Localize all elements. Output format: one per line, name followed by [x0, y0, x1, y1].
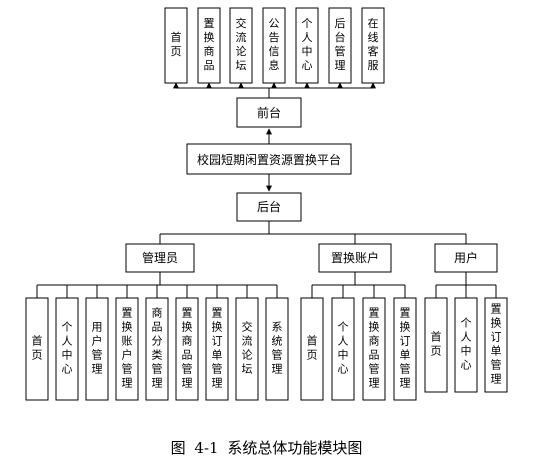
- role-connector-lines: [36, 272, 278, 298]
- role-1-item-5: 商品分类管理: [145, 297, 169, 401]
- role-name: 置换账户: [331, 250, 379, 265]
- role-1-item-9-label: 系统管理: [272, 320, 283, 375]
- role-1-item-2: 个人中心: [55, 297, 79, 401]
- role-2-item-4-label: 置换订单管理: [400, 306, 411, 389]
- caption-label: 图: [170, 439, 186, 457]
- role-3-item-2-label: 个人中心: [461, 316, 472, 371]
- back-node: 后台: [257, 199, 281, 214]
- role-1-item-3-label: 用户管理: [92, 320, 103, 375]
- role-1-item-6: 置换商品管理: [175, 297, 199, 401]
- role-1-item-1: 首页: [25, 297, 49, 401]
- role-1-item-2-label: 个人中心: [62, 320, 73, 375]
- top-item-7-label: 在线客服: [368, 17, 379, 72]
- top-item-6: 后台管理: [328, 7, 352, 84]
- role-1-item-4-label: 置换账户管理: [122, 306, 133, 389]
- top-item-5: 个人中心: [295, 7, 319, 84]
- top-item-7: 在线客服: [361, 7, 385, 84]
- role-1-item-6-label: 置换商品管理: [182, 306, 193, 389]
- caption-title: 系统总体功能模块图: [227, 439, 363, 457]
- role-1-item-1-label: 首页: [32, 333, 43, 361]
- top-item-4-label: 公告信息: [269, 17, 280, 72]
- role-2-item-3: 置换商品管理: [362, 297, 386, 401]
- role-1-item-5-label: 商品分类管理: [152, 305, 163, 389]
- caption-number: 4-1: [194, 439, 219, 457]
- figure-caption: 图 4-1 系统总体功能模块图: [0, 437, 537, 458]
- role-1-item-3: 用户管理: [85, 297, 109, 401]
- role-3-item-1-label: 首页: [431, 329, 442, 357]
- role-connector-lines: [311, 272, 406, 298]
- role-2-item-2: 个人中心: [331, 297, 355, 401]
- top-item-3-label: 交流论坛: [236, 16, 247, 72]
- role-name: 用户: [454, 250, 478, 265]
- role-1-item-7: 置换订单管理: [205, 297, 229, 401]
- top-item-2: 置换商品: [197, 7, 221, 84]
- platform-node: 校园短期闲置资源置换平台: [197, 152, 341, 167]
- top-item-1: 首页: [164, 7, 188, 84]
- front-node: 前台: [257, 105, 281, 120]
- role-2-item-4: 置换订单管理: [393, 297, 417, 401]
- role-name: 管理员: [142, 250, 178, 265]
- top-item-3: 交流论坛: [229, 7, 253, 84]
- role-connector-lines: [435, 272, 497, 298]
- role-2-item-1-label: 首页: [307, 333, 318, 361]
- role-1-item-4: 置换账户管理: [115, 297, 139, 401]
- role-3-item-3: 置换订单管理: [484, 297, 508, 393]
- role-2-item-3-label: 置换商品管理: [369, 306, 380, 389]
- role-1-item-7-label: 置换订单管理: [212, 306, 223, 389]
- role-2-item-2-label: 个人中心: [338, 320, 349, 375]
- role-3-item-2: 个人中心: [454, 297, 478, 393]
- role-1-item-8: 交流论坛: [235, 297, 259, 401]
- top-item-1-label: 首页: [171, 30, 182, 58]
- role-2-item-1: 首页: [300, 297, 324, 401]
- role-3-item-3-label: 置换订单管理: [491, 302, 502, 385]
- top-item-5-label: 个人中心: [302, 17, 313, 72]
- top-item-6-label: 后台管理: [335, 17, 346, 72]
- top-connectors: [173, 82, 376, 98]
- role-1-item-9: 系统管理: [265, 297, 289, 401]
- top-feature-row: 首页 置换商品 交流论坛 公告信息 个人中心 后台管理 在线客服: [164, 7, 385, 84]
- role-connectors: [159, 221, 467, 244]
- top-item-4: 公告信息: [262, 7, 286, 84]
- role-1-item-8-label: 交流论坛: [242, 319, 253, 375]
- top-item-2-label: 置换商品: [204, 17, 215, 72]
- role-3-item-1: 首页: [424, 297, 448, 393]
